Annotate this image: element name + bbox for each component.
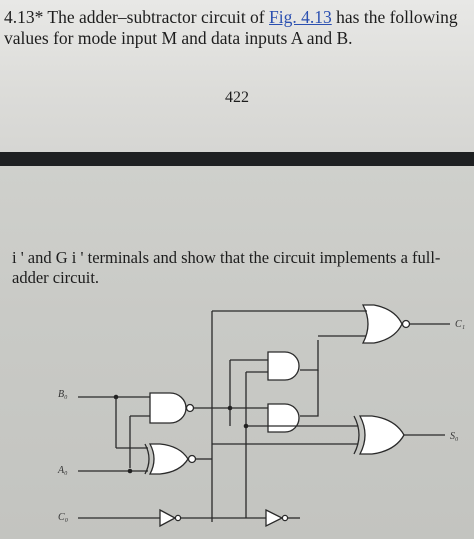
- a0-label: A₀: [57, 465, 68, 476]
- page-number: 422: [225, 89, 249, 106]
- and-gate-left-top: [149, 392, 187, 424]
- top-page-region: 4.13* The adder–subtractor circuit of Fi…: [0, 0, 474, 152]
- and-gate-upper: [267, 351, 300, 381]
- buffer-c0-right: [265, 508, 284, 528]
- buffer-c0-right-bubble: [281, 514, 289, 522]
- xor-gate-left: [148, 443, 189, 475]
- page-divider-band: [0, 152, 474, 166]
- left-gate-bubble: [185, 403, 195, 413]
- buffer-c0-left-bubble: [174, 514, 182, 522]
- bottom-page-region: [0, 166, 474, 539]
- xor-left-bubble: [187, 454, 197, 464]
- problem-text-after-link: has the following values for mode input …: [4, 7, 458, 48]
- problem-number: 4.13*: [4, 7, 44, 27]
- problem-text-before-link: The adder–subtractor circuit of: [43, 7, 270, 27]
- c1-label: C₁: [455, 319, 465, 330]
- buffer-c0-left: [159, 508, 177, 528]
- adder-circuit-diagram: C₁ B₀ A₀ S₀ C₀: [57, 304, 465, 528]
- continuation-text: i ' and G i ' terminals and show that th…: [12, 248, 441, 287]
- s0-label: S₀: [450, 431, 459, 442]
- or-gate-carry: [361, 304, 403, 344]
- and-gate-middle: [267, 403, 300, 433]
- xor-gate-sum: [358, 415, 405, 455]
- problem-statement: 4.13* The adder–subtractor circuit of Fi…: [4, 7, 470, 49]
- c0-label: C₀: [58, 512, 69, 523]
- carry-output-bubble: [401, 319, 411, 329]
- b0-label: B₀: [58, 389, 68, 400]
- figure-link[interactable]: Fig. 4.13: [269, 7, 332, 27]
